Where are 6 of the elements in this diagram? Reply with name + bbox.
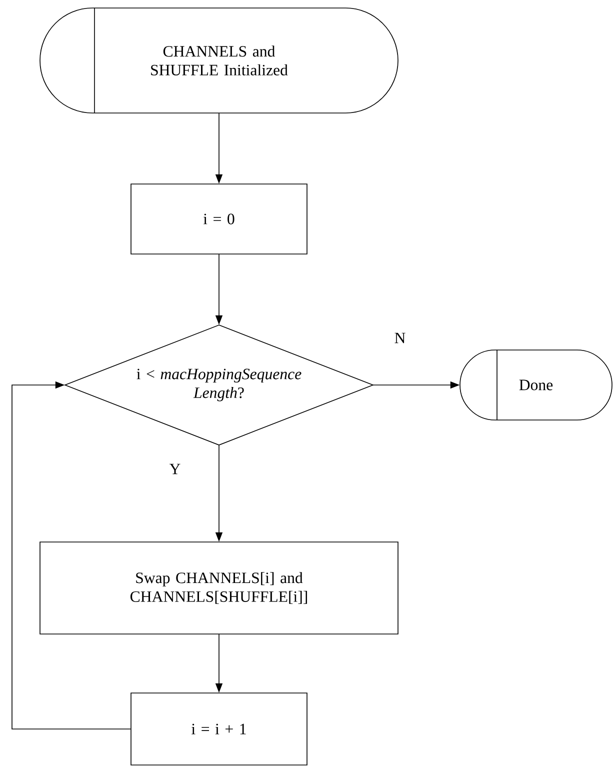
process-box: Swap CHANNELS[i] and CHANNELS[SHUFFLE[i]] <box>40 542 398 634</box>
edge-label: N <box>394 332 406 344</box>
process-box: i = 0 <box>130 184 308 254</box>
process-box: i = i + 1 <box>130 692 308 766</box>
arrow <box>12 381 132 730</box>
edge-label: Y <box>169 464 180 474</box>
